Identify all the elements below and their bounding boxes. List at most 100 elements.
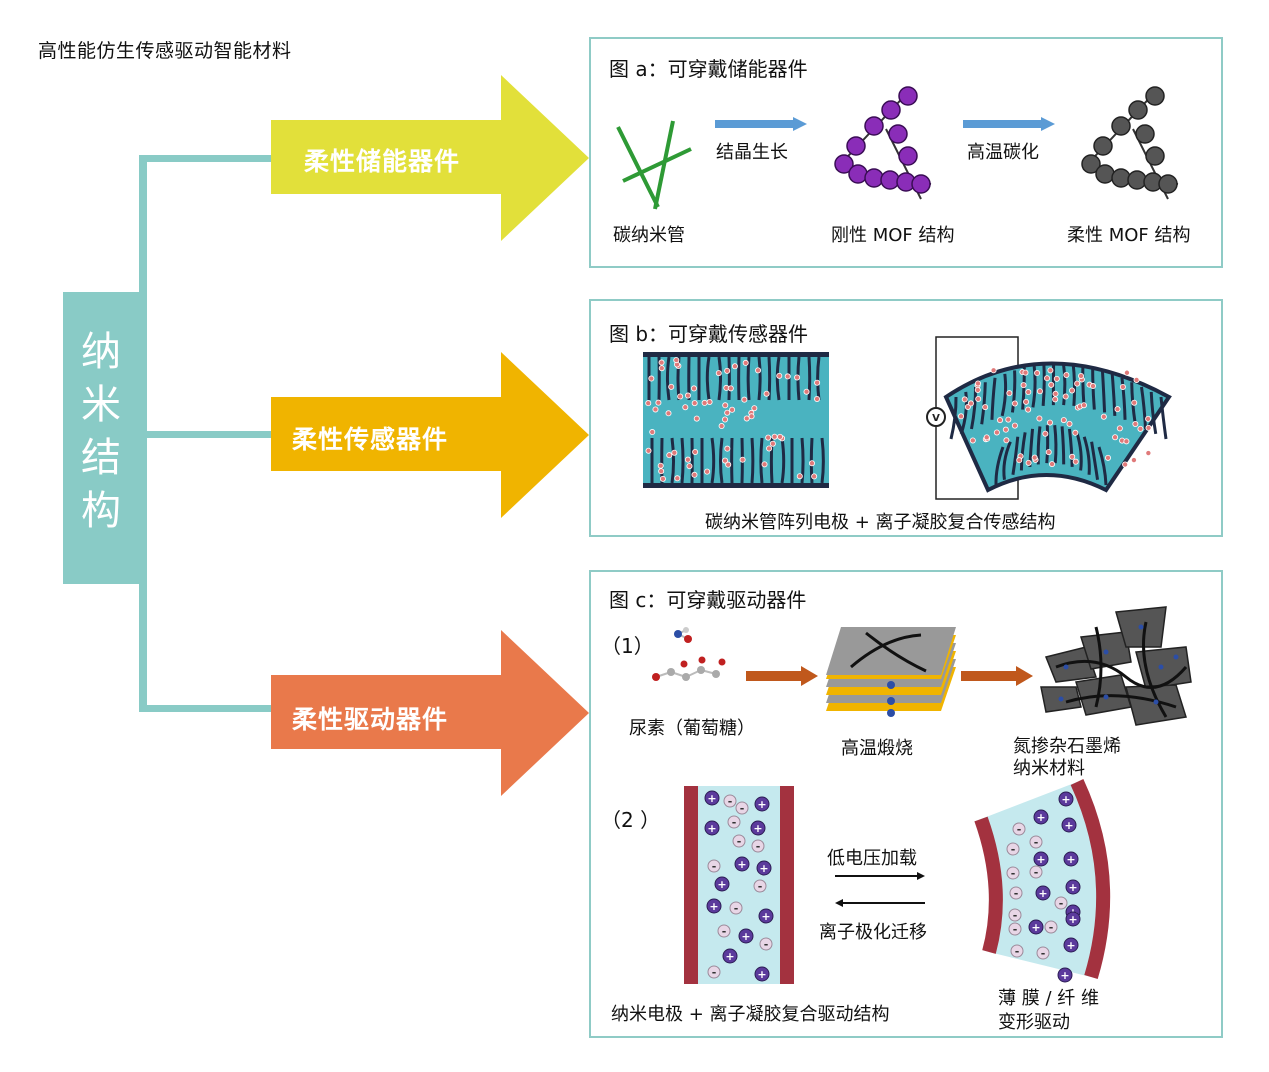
panel-energy-storage: 图 a：可穿戴储能器件 结晶生长 高温碳化 <box>589 37 1223 268</box>
ion-dot <box>751 405 758 412</box>
panel-c-caption: 纳米电极 + 离子凝胶复合驱动结构 <box>611 1004 890 1025</box>
flat-sensor-structure <box>643 352 829 488</box>
nanotube-fiber <box>718 437 724 484</box>
anion-icon: - <box>1044 920 1058 934</box>
diagram-title: 高性能仿生传感驱动智能材料 <box>38 40 292 62</box>
ion-dot <box>1045 449 1052 456</box>
ion-dot <box>1116 425 1123 432</box>
label-flexible-mof: 柔性 MOF 结构 <box>1067 225 1191 246</box>
ion-dot <box>655 399 662 406</box>
ion-dot <box>1052 396 1059 403</box>
ion-dot <box>658 468 665 475</box>
anion-icon: - <box>753 879 767 893</box>
ion-dot <box>666 452 673 459</box>
nanotube-fiber <box>717 356 723 401</box>
ion-dot <box>1025 389 1032 396</box>
panel-b-title: 图 b：可穿戴传感器件 <box>609 322 809 346</box>
arrow-shape <box>271 352 589 518</box>
nanotube-fiber <box>759 437 764 484</box>
panel-b-caption: 碳纳米管阵列电极 + 离子凝胶复合传感结构 <box>705 512 1056 533</box>
nanotube-fiber <box>990 377 997 420</box>
flexible-mof-icon <box>1081 86 1179 200</box>
branch-arrow-actuator <box>271 630 589 796</box>
label-graphene-line2: 纳米材料 <box>1013 758 1085 779</box>
label-film-fiber: 薄 膜 / 纤 维 <box>998 988 1099 1009</box>
svg-text:+: + <box>757 798 766 811</box>
panel-sensor: 图 b：可穿戴传感器件 V 碳纳米管阵列电极 + 离子凝胶复合传感结构 <box>589 299 1223 537</box>
ion-dot <box>811 473 818 480</box>
process-arrow-icon <box>961 666 1033 686</box>
ion-dot <box>1023 398 1030 405</box>
ion-dot <box>722 457 729 464</box>
svg-text:+: + <box>1036 811 1045 824</box>
ion-dot <box>974 380 981 387</box>
ion-dot <box>725 461 732 468</box>
nanotube-fiber <box>1081 365 1086 408</box>
cation-icon: + <box>1057 967 1073 983</box>
nanotube-fiber <box>1060 426 1066 465</box>
ion-dot <box>1047 367 1054 374</box>
cation-icon: + <box>1035 885 1051 901</box>
ion-dot <box>691 471 698 478</box>
anion-icon: - <box>727 815 741 829</box>
nanotube-fiber <box>1110 373 1117 416</box>
ion-dot <box>794 374 801 381</box>
ion-dot <box>814 395 821 402</box>
anion-icon: - <box>717 924 731 938</box>
nanotube-fiber <box>665 356 671 401</box>
anion-icon: - <box>1054 896 1068 910</box>
cation-icon: + <box>750 820 766 836</box>
cation-icon: + <box>1065 911 1081 927</box>
ion-dot <box>686 463 693 470</box>
svg-text:+: + <box>737 858 746 871</box>
ion-dot <box>808 460 815 467</box>
ion-dot <box>741 396 748 403</box>
nanotube-fiber <box>1011 436 1020 476</box>
nanotube-fiber <box>994 446 1005 486</box>
nanotube-fiber <box>710 437 716 484</box>
anion-icon: - <box>1008 922 1022 936</box>
ion-dot <box>657 462 664 469</box>
svg-text:+: + <box>707 822 716 835</box>
ion-dot <box>1053 375 1060 382</box>
ion-dot <box>684 456 691 463</box>
cation-icon: + <box>704 820 720 836</box>
ion-dot <box>724 445 731 452</box>
label-calcination: 高温煅烧 <box>841 738 913 759</box>
ion-dot <box>649 429 656 436</box>
svg-text:-: - <box>1049 921 1054 934</box>
anion-icon: - <box>1009 886 1023 900</box>
ion-dot <box>645 447 652 454</box>
ion-dot <box>1145 450 1152 457</box>
ion-dot <box>761 461 768 468</box>
ion-dot <box>658 359 665 366</box>
anion-icon: - <box>1006 866 1020 880</box>
label-ion-migration: 离子极化迁移 <box>819 922 927 943</box>
cation-icon: + <box>1058 791 1074 807</box>
nanotube-fiber <box>1139 386 1148 430</box>
arrow-shape <box>271 75 589 241</box>
branch-arrow-sensor <box>271 352 589 518</box>
cation-icon: + <box>754 966 770 982</box>
anion-icon: - <box>1006 842 1020 856</box>
ion-dot <box>1119 383 1126 390</box>
nanotube-fiber <box>1082 436 1091 475</box>
ion-dot <box>969 437 976 444</box>
root-char: 纳 <box>81 329 121 375</box>
svg-text:-: - <box>712 860 717 873</box>
svg-text:-: - <box>1059 897 1064 910</box>
ion-dot <box>729 406 736 413</box>
ion-dot <box>668 383 675 390</box>
svg-text:-: - <box>1034 836 1039 849</box>
ion-dot <box>724 367 731 374</box>
cation-icon: + <box>738 928 754 944</box>
svg-text:-: - <box>732 816 737 829</box>
ion-dot <box>1002 426 1009 433</box>
ion-dot <box>1069 387 1076 394</box>
nanotube-fiber <box>816 356 821 401</box>
nanotube-fiber <box>746 356 751 401</box>
nanotube-fiber <box>1100 370 1107 413</box>
svg-text:+: + <box>1064 819 1073 832</box>
nanotube-fiber <box>1036 426 1042 465</box>
anion-icon: - <box>1008 908 1022 922</box>
